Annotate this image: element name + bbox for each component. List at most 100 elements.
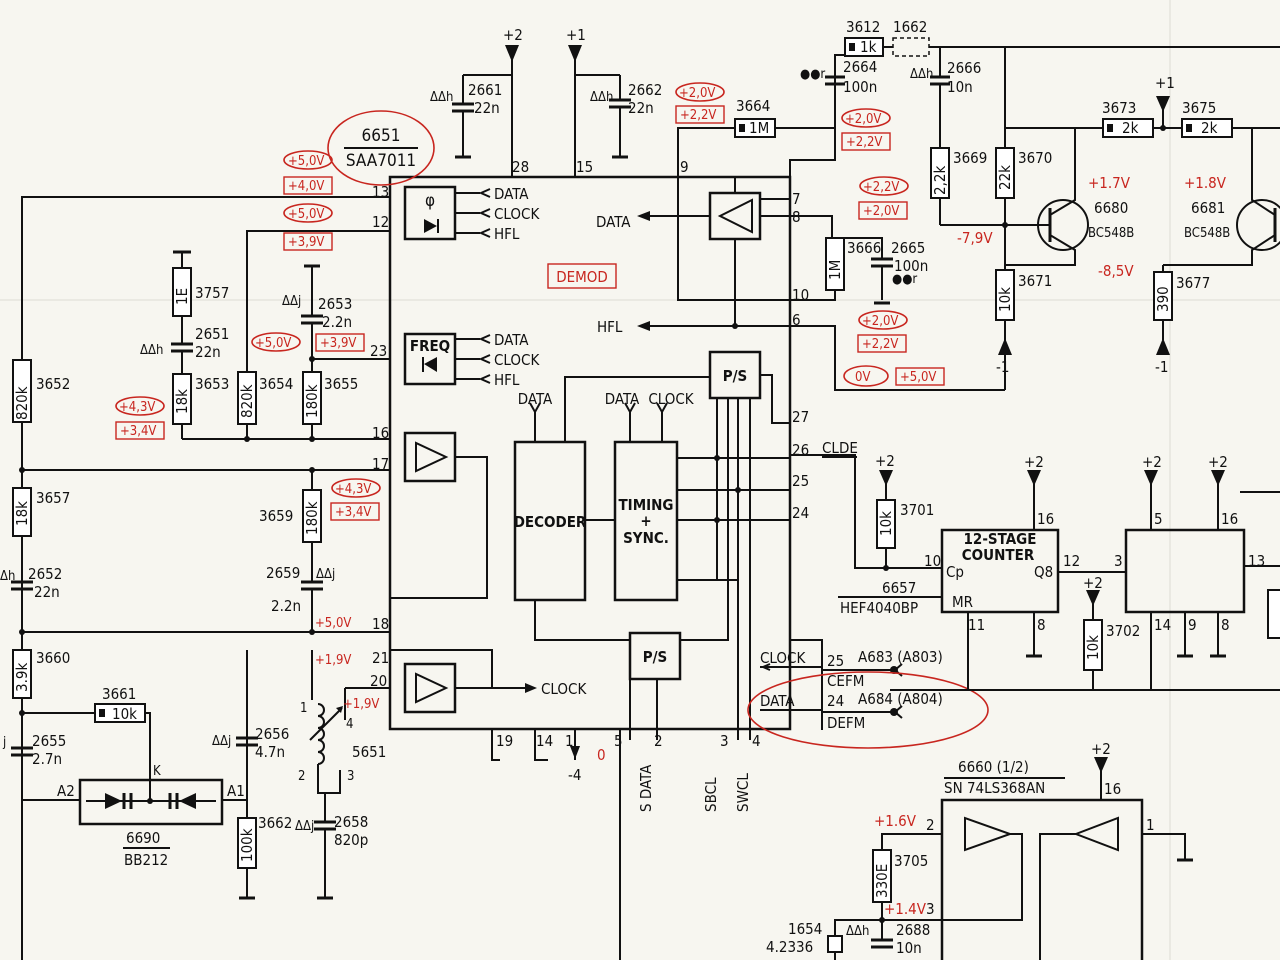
svg-text:2k: 2k: [1122, 119, 1139, 137]
svg-text:6690: 6690: [126, 829, 160, 847]
svg-text:2651: 2651: [195, 325, 229, 343]
svg-text:16: 16: [1221, 510, 1238, 528]
svg-text:4.2336: 4.2336: [766, 938, 813, 956]
svg-text:2664: 2664: [843, 58, 877, 76]
svg-text:2658: 2658: [334, 813, 368, 831]
svg-text:1: 1: [1146, 816, 1155, 834]
svg-text:+5,0V: +5,0V: [315, 616, 351, 631]
svg-text:2: 2: [926, 816, 935, 834]
demod-label: DEMOD: [556, 268, 608, 286]
resistor-3654: 820k 3654: [237, 371, 293, 439]
buffer-6660: 6660 (1/2) SN 74LS368AN +2 16 1 2 3: [881, 740, 1193, 960]
svg-text:BC548B: BC548B: [1088, 226, 1134, 241]
svg-text:+5,0V: +5,0V: [288, 154, 324, 169]
svg-text:15: 15: [576, 158, 593, 176]
sync-label: SYNC.: [623, 529, 669, 547]
ps-register-bottom: P/S: [628, 620, 729, 740]
phi-clock-label: CLOCK: [494, 205, 540, 223]
svg-text:+4,0V: +4,0V: [288, 179, 324, 194]
coil-5651: 1 4 2 3 5651: [298, 650, 390, 822]
svg-text:3670: 3670: [1018, 149, 1052, 167]
resistor-3702: +2 10k 3702: [1083, 574, 1140, 690]
resistor-3655: 180k 3655: [302, 371, 358, 439]
svg-text:10: 10: [792, 286, 809, 304]
capacitor-2651: ΔΔh 2651 22n: [140, 325, 229, 374]
svg-text:10: 10: [924, 552, 941, 570]
phase-detector-block: φ DATA CLOCK HFL: [403, 185, 540, 243]
svg-text:+2,2V: +2,2V: [846, 135, 882, 150]
svg-text:φ: φ: [425, 191, 435, 211]
svg-text:2,2k: 2,2k: [931, 166, 949, 195]
svg-text:4.7n: 4.7n: [255, 743, 285, 761]
svg-text:+3,4V: +3,4V: [335, 505, 371, 520]
svg-text:10n: 10n: [896, 939, 922, 957]
svg-text:4: 4: [346, 717, 353, 732]
svg-text:6657: 6657: [882, 579, 916, 597]
svg-text:2k: 2k: [1201, 119, 1218, 137]
crystal-1654: 1654 4.2336: [766, 919, 882, 960]
svg-text:●●r: ●●r: [800, 67, 825, 82]
port-data-label: DATA: [760, 692, 795, 710]
svg-text:2.7n: 2.7n: [32, 750, 62, 768]
ic-part: SAA7011: [346, 151, 416, 171]
svg-text:6: 6: [792, 311, 801, 329]
svg-text:1M: 1M: [826, 260, 844, 280]
svg-text:2653: 2653: [318, 295, 352, 313]
timing-data-label: DATA: [605, 390, 640, 408]
svg-text:8: 8: [1221, 616, 1230, 634]
freq-label: FREQ: [410, 337, 450, 355]
varicap-6690: A2 A1 K 6690 BB212: [22, 764, 247, 869]
svg-text:100k: 100k: [238, 828, 256, 862]
ic-6651: 6651 SAA7011 DEMOD: [327, 110, 792, 731]
svg-text:3666: 3666: [847, 239, 881, 257]
svg-text:3675: 3675: [1182, 99, 1216, 117]
resistor-3612: 1k 3612: [844, 18, 884, 57]
svg-text:2: 2: [298, 769, 305, 784]
svg-text:2662: 2662: [628, 81, 662, 99]
svg-text:+2,0V: +2,0V: [863, 204, 899, 219]
counter-6657: CLDE +2 10k 3701 12-STAGE COUNTER Cp Q8 …: [790, 439, 1280, 691]
svg-text:25: 25: [827, 652, 844, 670]
svg-text:+1: +1: [1155, 74, 1175, 92]
svg-text:10n: 10n: [947, 78, 973, 96]
svg-text:3: 3: [720, 732, 729, 750]
svg-text:3662: 3662: [258, 814, 292, 832]
capacitor-2662: ΔΔh 2662 22n: [590, 75, 662, 159]
svg-text:12: 12: [372, 213, 389, 231]
svg-text:3653: 3653: [195, 375, 229, 393]
data-buffer-block: DATA HFL: [596, 177, 790, 336]
svg-text:28: 28: [512, 158, 529, 176]
svg-text:1: 1: [565, 732, 574, 750]
resistor-3657: 18k 3657: [12, 487, 70, 537]
freq-data-label: DATA: [494, 331, 529, 349]
transistor-stage: 2,2k 3669 -7,9V 22k 3670 2k 3673 +1 2k 3…: [790, 46, 1280, 391]
svg-text:6681: 6681: [1191, 199, 1225, 217]
resistor-3653: 18k 3653: [172, 373, 229, 439]
svg-text:3702: 3702: [1106, 622, 1140, 640]
svg-text:5: 5: [614, 732, 623, 750]
svg-text:7: 7: [792, 190, 801, 208]
svg-text:3659: 3659: [259, 507, 293, 525]
svg-text:10k: 10k: [112, 705, 137, 723]
svg-text:3.9k: 3.9k: [13, 663, 31, 692]
svg-text:5: 5: [1154, 510, 1163, 528]
svg-text:2688: 2688: [896, 921, 930, 939]
timing-label: TIMING: [618, 496, 673, 514]
data-port-highlight: [747, 671, 989, 749]
svg-text:BC548B: BC548B: [1184, 226, 1230, 241]
svg-text:2.2n: 2.2n: [322, 313, 352, 331]
resistor-3666: 1M 3666: [790, 215, 881, 301]
svg-text:18k: 18k: [13, 501, 31, 526]
capacitor-2665: 2665 100n ●●r: [835, 237, 928, 305]
svg-text:+2: +2: [1083, 574, 1103, 592]
port-clock-label: CLOCK: [760, 649, 806, 667]
freq-clock-label: CLOCK: [494, 351, 540, 369]
ic-pin-numbers: 28 15 13 12 23 16 17 18 21 20 19 14 1 5 …: [370, 158, 809, 750]
svg-text:+3,9V: +3,9V: [288, 235, 324, 250]
svg-text:14: 14: [536, 732, 553, 750]
svg-text:20: 20: [370, 672, 387, 690]
svg-text:22k: 22k: [996, 165, 1014, 190]
svg-text:6680: 6680: [1094, 199, 1128, 217]
svg-text:2655: 2655: [32, 732, 66, 750]
